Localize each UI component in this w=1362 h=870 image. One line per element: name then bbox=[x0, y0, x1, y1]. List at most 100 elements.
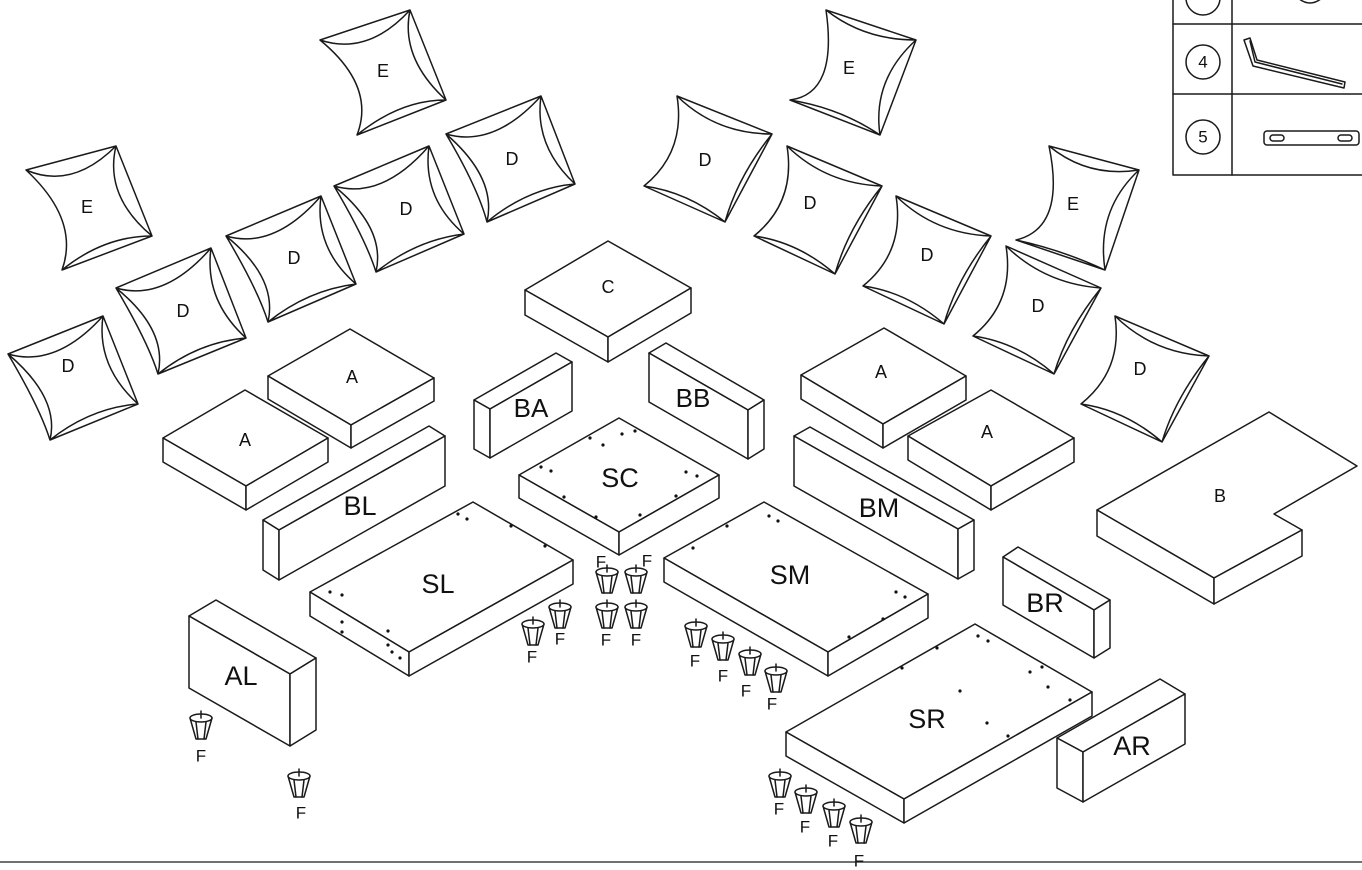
leg-f-6: F bbox=[548, 599, 572, 648]
pillow-d-right-2: D bbox=[753, 145, 883, 275]
pillow-e-top-left: E bbox=[319, 9, 447, 136]
leg-f-4: F bbox=[624, 599, 648, 649]
hex-key-icon bbox=[1243, 37, 1346, 89]
svg-text:BM: BM bbox=[859, 493, 900, 523]
leg-f-15: F bbox=[822, 798, 846, 850]
pillow-d-right-3: D bbox=[862, 195, 992, 325]
back-pillows: E E E E D D D D bbox=[7, 9, 1210, 443]
leg-f-label: F bbox=[601, 630, 611, 649]
backrest-ba: BA bbox=[473, 352, 573, 459]
svg-text:D: D bbox=[1134, 359, 1147, 379]
svg-text:D: D bbox=[804, 193, 817, 213]
leg-f-7: F bbox=[189, 710, 213, 765]
svg-text:SC: SC bbox=[601, 463, 639, 493]
leg-f-12: F bbox=[764, 663, 788, 713]
armrest-ar: AR bbox=[1056, 678, 1186, 803]
leg-f-3: F bbox=[595, 599, 619, 649]
cushion-b: B bbox=[1096, 411, 1358, 605]
leg-f-8: F bbox=[287, 768, 311, 822]
cushion-a-left-front: A bbox=[162, 389, 329, 511]
svg-text:E: E bbox=[81, 197, 93, 217]
leg-f-label: F bbox=[774, 799, 784, 818]
backrest-bl: BL bbox=[262, 425, 446, 581]
leg-f-label: F bbox=[555, 629, 565, 648]
leg-f-label: F bbox=[767, 694, 777, 713]
leg-f-label: F bbox=[828, 831, 838, 850]
leg-f-16: F bbox=[849, 814, 873, 870]
svg-text:D: D bbox=[699, 150, 712, 170]
leg-f-label: F bbox=[642, 551, 652, 570]
leg-f-label: F bbox=[854, 851, 864, 870]
leg-f-5: F bbox=[521, 616, 545, 666]
leg-f-2: F bbox=[624, 551, 652, 594]
pillow-d-left-1: D bbox=[7, 315, 139, 441]
svg-text:E: E bbox=[1067, 194, 1079, 214]
leg-f-11: F bbox=[738, 646, 762, 700]
svg-text:D: D bbox=[506, 149, 519, 169]
svg-text:D: D bbox=[1032, 296, 1045, 316]
pillow-d-right-1: D bbox=[643, 95, 773, 223]
leg-f-label: F bbox=[196, 746, 206, 765]
leg-f-label: F bbox=[596, 552, 606, 571]
svg-text:A: A bbox=[981, 422, 993, 442]
svg-text:D: D bbox=[400, 199, 413, 219]
pillow-e-left: E bbox=[25, 145, 153, 271]
hardware-legend: 4 5 bbox=[1172, 0, 1362, 176]
svg-text:A: A bbox=[239, 430, 251, 450]
svg-text:BL: BL bbox=[343, 491, 376, 521]
cushion-a-right-back: A bbox=[800, 327, 967, 449]
svg-text:B: B bbox=[1214, 486, 1226, 506]
seat-frame-sm: SM bbox=[663, 501, 929, 677]
connector-bracket-icon bbox=[1263, 130, 1360, 146]
svg-text:E: E bbox=[377, 61, 389, 81]
svg-text:BB: BB bbox=[676, 383, 711, 413]
svg-text:D: D bbox=[177, 301, 190, 321]
svg-text:SR: SR bbox=[908, 704, 946, 734]
cushion-a-left-back: A bbox=[267, 328, 435, 449]
svg-text:BR: BR bbox=[1026, 588, 1064, 618]
leg-f-label: F bbox=[690, 651, 700, 670]
legend-item-5-number: 5 bbox=[1198, 127, 1207, 146]
pillow-d-left-4: D bbox=[333, 145, 465, 273]
leg-f-1: F bbox=[595, 552, 619, 594]
svg-text:AL: AL bbox=[224, 661, 257, 691]
leg-f-14: F bbox=[794, 784, 818, 836]
pillow-e-top-right: E bbox=[789, 9, 917, 136]
leg-f-label: F bbox=[631, 630, 641, 649]
svg-text:D: D bbox=[62, 356, 75, 376]
pillow-d-right-5: D bbox=[1080, 315, 1210, 443]
seat-frame-sc: SC bbox=[518, 417, 720, 556]
pillow-d-right-4: D bbox=[972, 245, 1102, 375]
svg-text:D: D bbox=[288, 248, 301, 268]
svg-text:D: D bbox=[921, 245, 934, 265]
backrest-br: BR bbox=[1002, 546, 1111, 659]
backrest-bb: BB bbox=[648, 342, 765, 460]
svg-text:AR: AR bbox=[1113, 731, 1151, 761]
seat-frame-sr: SR bbox=[785, 623, 1093, 824]
armrest-al: AL bbox=[188, 599, 317, 747]
leg-f-label: F bbox=[296, 803, 306, 822]
svg-text:C: C bbox=[602, 277, 615, 297]
svg-text:SL: SL bbox=[421, 569, 454, 599]
leg-f-label: F bbox=[800, 817, 810, 836]
leg-f-10: F bbox=[711, 631, 735, 685]
cushion-c: C bbox=[524, 240, 692, 363]
pillow-e-right: E bbox=[1015, 145, 1140, 271]
leg-f-9: F bbox=[684, 618, 708, 670]
leg-f-label: F bbox=[741, 681, 751, 700]
pillow-d-left-2: D bbox=[115, 247, 247, 375]
seat-frame-sl: SL bbox=[309, 501, 574, 677]
pillow-d-left-3: D bbox=[225, 195, 357, 323]
leg-f-13: F bbox=[768, 768, 792, 818]
svg-text:A: A bbox=[875, 362, 887, 382]
leg-f-label: F bbox=[718, 666, 728, 685]
svg-text:E: E bbox=[843, 58, 855, 78]
leg-f-label: F bbox=[527, 647, 537, 666]
legend-item-4-number: 4 bbox=[1198, 52, 1207, 71]
svg-text:A: A bbox=[346, 367, 358, 387]
svg-text:BA: BA bbox=[514, 393, 549, 423]
pillow-d-left-5: D bbox=[445, 95, 576, 223]
svg-text:SM: SM bbox=[770, 560, 811, 590]
